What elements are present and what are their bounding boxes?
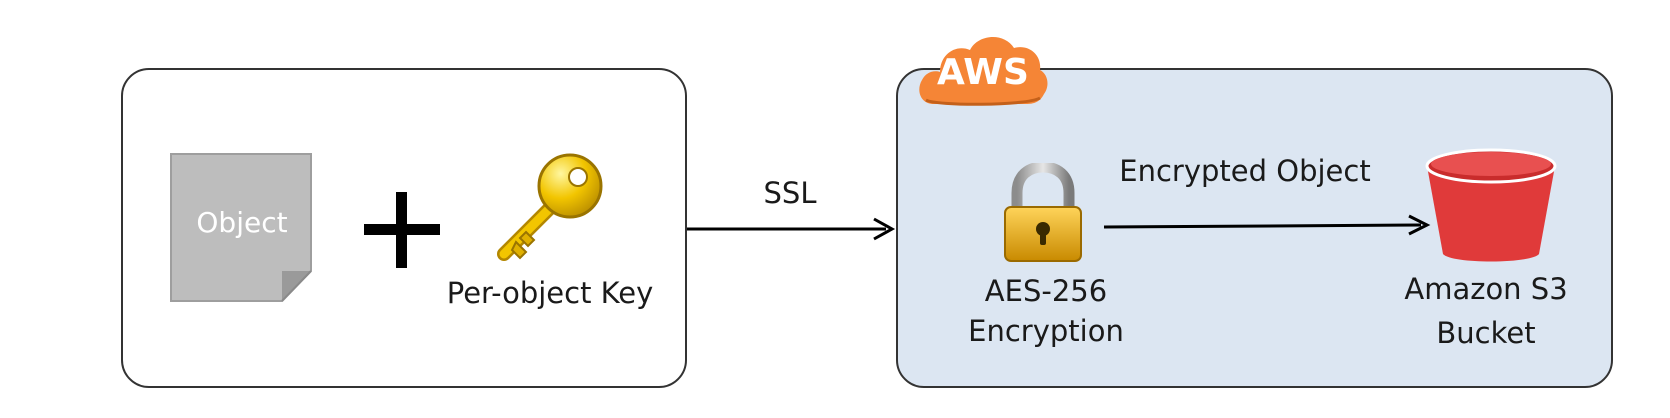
document-icon xyxy=(170,153,312,302)
ssl-arrow xyxy=(687,217,896,241)
bucket-label-line2: Bucket xyxy=(1436,316,1536,350)
key-label: Per-object Key xyxy=(446,276,654,310)
aws-badge-label: AWS xyxy=(937,52,1029,93)
cloud-icon xyxy=(919,36,1048,106)
bucket-label-line1: Amazon S3 xyxy=(1404,272,1568,306)
encryption-label-line1: AES-256 xyxy=(984,274,1108,308)
ssl-label: SSL xyxy=(763,176,817,210)
plus-icon xyxy=(364,192,440,268)
encrypted-object-label: Encrypted Object xyxy=(1119,154,1371,188)
padlock-icon xyxy=(1004,163,1082,262)
document-label: Object xyxy=(196,206,288,239)
key-icon xyxy=(497,153,603,261)
bucket-icon xyxy=(1425,148,1557,262)
encryption-label-line2: Encryption xyxy=(968,314,1124,348)
encrypted-object-arrow xyxy=(1103,214,1431,236)
